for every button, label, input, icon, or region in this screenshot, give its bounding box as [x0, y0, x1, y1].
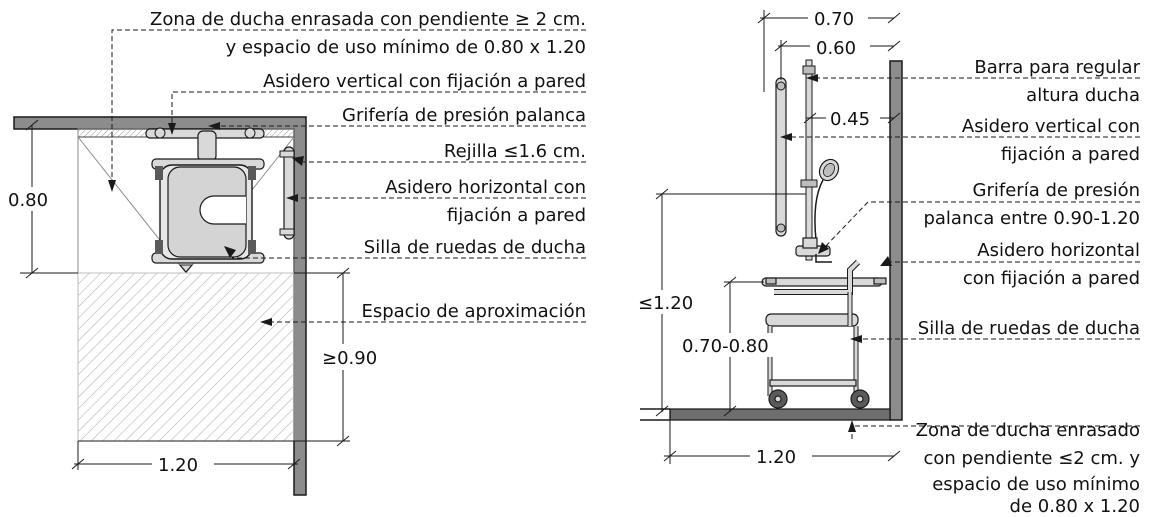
dim-elev-top-outer-label: 0.70: [814, 9, 854, 30]
shower-slide-bar: [802, 59, 816, 261]
elev-callout-wheelchair: Silla de ruedas de ducha: [918, 318, 1140, 339]
elev-callout-floor-3: espacio de uso mínimo: [932, 474, 1140, 495]
elev-callout-slide-bar-1: Barra para regular: [974, 57, 1140, 78]
dim-elev-width-label: 1.20: [756, 447, 796, 468]
dim-plan-depth-mask: [4, 187, 58, 211]
dim-elev-total-height-label: ≤1.20: [638, 293, 693, 314]
elev-callout-floor-4: de 0.80 x 1.20: [1010, 496, 1140, 517]
elev-callout-vertical-bar-1: Asidero vertical con: [962, 116, 1140, 137]
elev-callout-floor-2: con pendiente ≤2 cm. y: [924, 448, 1141, 469]
dim-elev-bar-height-mask: [678, 333, 778, 357]
dim-plan-approach-label: ≥0.90: [322, 348, 377, 369]
elevation-floor: [640, 408, 891, 421]
horizontal-grab-bar: [279, 146, 295, 240]
elevation-arrowheads: [780, 74, 892, 432]
plan-callout-wheelchair: Silla de ruedas de ducha: [364, 237, 586, 258]
shower-wheelchair-plan: [151, 158, 265, 273]
dim-elev-bar-height-label: 0.70-0.80: [682, 336, 769, 357]
plan-callout-approach: Espacio de aproximación: [361, 301, 586, 322]
elev-callout-slide-bar-2: altura ducha: [1026, 85, 1140, 106]
plan-arrowheads: [108, 122, 304, 326]
plan-callout-faucet: Grifería de presión palanca: [342, 105, 586, 126]
elev-callout-horizontal-bar-1: Asidero horizontal: [977, 240, 1140, 261]
plan-callout-shower-zone-2: y espacio de uso mínimo de 0.80 x 1.20: [226, 37, 586, 58]
elev-callout-horizontal-bar-2: con fijación a pared: [963, 268, 1140, 289]
vertical-grab-bar: [775, 77, 787, 237]
elev-callout-floor-1: Zona de ducha enrasado: [916, 420, 1140, 441]
dim-elev-total-height-mask: [636, 290, 694, 314]
dim-elev-bar-offset-mask: [826, 106, 880, 130]
shower-head: [800, 158, 840, 241]
elevation-view: 0.70 0.60 0.45 ≤1.20: [636, 6, 1141, 517]
dim-elev-top-inner-label: 0.60: [816, 38, 856, 59]
elev-callout-faucet-1: Grifería de presión: [973, 180, 1140, 201]
dim-plan-approach-mask: [320, 344, 374, 370]
approach-space: [77, 272, 295, 442]
shower-wheelchair-elevation: [761, 259, 887, 409]
plan-callout-horizontal-bar-1: Asidero horizontal con: [385, 177, 586, 198]
top-grab-bar: [145, 127, 265, 162]
plan-callout-grate: Rejilla ≤1.6 cm.: [444, 141, 586, 162]
elev-callout-faucet-2: palanca entre 0.90-1.20: [923, 208, 1140, 229]
elevation-wall: [889, 60, 903, 421]
dim-plan-width-mask: [152, 452, 214, 476]
elev-callout-vertical-bar-2: fijación a pared: [1001, 144, 1140, 165]
dim-elev-width-mask: [750, 444, 812, 468]
dim-plan-width-label: 1.20: [158, 455, 198, 476]
plan-callout-vertical-bar: Asidero vertical con fijación a pared: [263, 71, 586, 92]
plan-view: 0.80 ≥0.90 1.20 Zona de ducha enrasada c…: [4, 9, 586, 496]
plan-wall: [13, 116, 307, 496]
dim-elev-top-outer-mask: [808, 6, 868, 30]
dim-elev-top-inner-mask: [810, 35, 870, 59]
dim-elev-bar-offset-label: 0.45: [830, 109, 870, 130]
plan-leaders: [111, 29, 586, 323]
plan-callout-shower-zone-1: Zona de ducha enrasada con pendiente ≥ 2…: [150, 9, 586, 30]
dim-plan-depth-label: 0.80: [8, 190, 48, 211]
plan-callout-horizontal-bar-2: fijación a pared: [447, 205, 586, 226]
